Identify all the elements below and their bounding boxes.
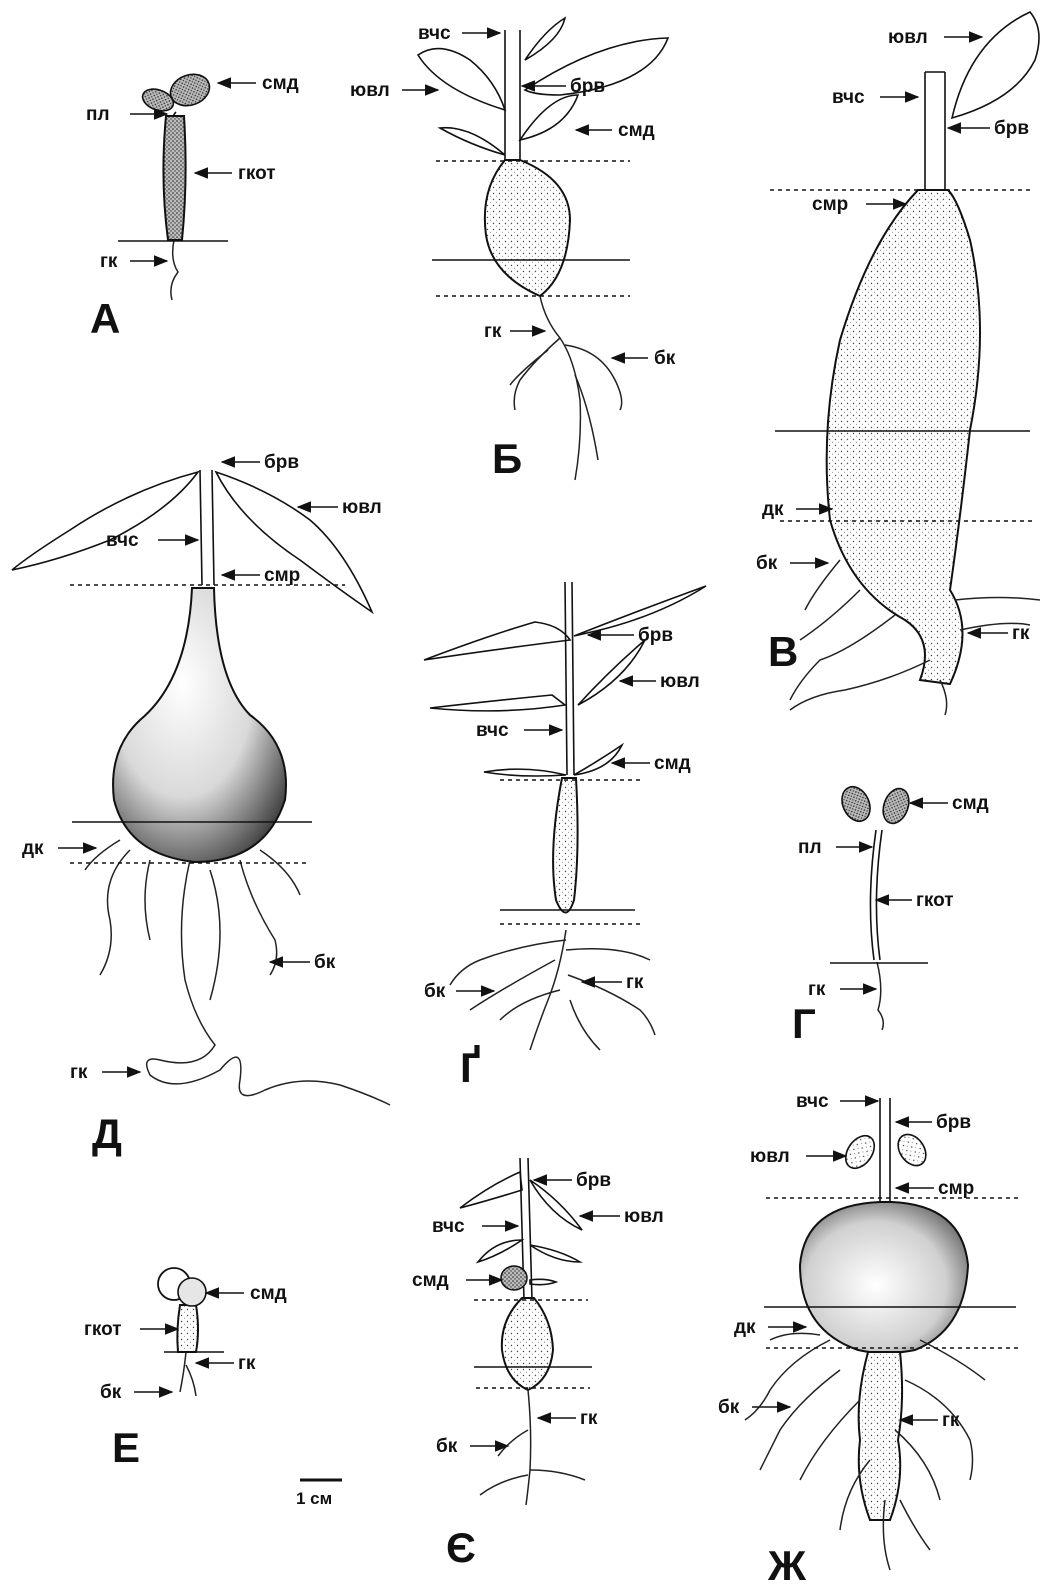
seedling-Zh: [745, 1098, 1018, 1570]
panel-letter-G-grave: Ґ: [460, 1044, 480, 1091]
label-dk-Zh: дк: [734, 1317, 756, 1338]
label-smd-Ye: смд: [412, 1270, 449, 1291]
label-gk-Ye: гк: [580, 1408, 598, 1429]
seedling-D: [12, 470, 390, 1105]
label-bk-V: бк: [756, 553, 778, 574]
label-vchs-V: вчс: [832, 87, 865, 108]
panel-Ye: брв ювл вчс смд гк бк Є: [412, 1158, 664, 1571]
panel-letter-Ye: Є: [446, 1524, 476, 1571]
label-gkot-G: гкот: [916, 890, 954, 911]
panel-G-grave: брв ювл вчс смд бк гк Ґ: [424, 582, 706, 1091]
label-smd-G: смд: [952, 793, 989, 814]
panel-G: смд пл гкот гк Г: [792, 782, 989, 1047]
label-gk-D: гк: [70, 1062, 88, 1083]
label-smd-A: смд: [262, 73, 299, 94]
label-yuvl-Ye: ювл: [624, 1206, 664, 1227]
label-dk-D: дк: [22, 838, 44, 859]
label-smd-G-grave: смд: [654, 753, 691, 774]
label-dk-V: дк: [762, 499, 784, 520]
scale-bar-label: 1 см: [296, 1489, 332, 1508]
label-gkot-A: гкот: [238, 163, 276, 184]
label-gk-B: гк: [484, 321, 502, 342]
label-gk-G-grave: гк: [626, 972, 644, 993]
panel-D: брв ювл вчс смр дк бк гк Д: [12, 452, 390, 1157]
label-vchs-B: вчс: [418, 23, 451, 44]
label-smd-E: смд: [250, 1283, 287, 1304]
label-gk-E: гк: [238, 1353, 256, 1374]
label-pl-A: пл: [86, 104, 110, 125]
label-yuvl-B: ювл: [350, 80, 390, 101]
panel-B: вчс ювл брв смд гк бк Б: [350, 18, 676, 482]
panel-letter-Zh: Ж: [767, 1542, 807, 1587]
seedling-A: [118, 69, 228, 300]
label-gk-G: гк: [808, 979, 826, 1000]
panel-letter-E: Е: [112, 1424, 140, 1471]
scale-bar: 1 см: [296, 1480, 342, 1508]
panel-letter-A: А: [90, 295, 120, 342]
label-smr-V: смр: [812, 194, 848, 215]
seedling-E: [158, 1268, 224, 1396]
label-bk-E: бк: [100, 1382, 122, 1403]
label-bk-B: бк: [654, 348, 676, 369]
label-brv-B: брв: [570, 76, 605, 97]
label-vchs-G-grave: вчс: [476, 720, 509, 741]
label-smr-D: смр: [264, 565, 300, 586]
seedling-G: [830, 782, 928, 1030]
label-gk-A: гк: [100, 251, 118, 272]
label-brv-D: брв: [264, 452, 299, 473]
label-smd-B: смд: [618, 120, 655, 141]
label-smr-Zh: смр: [938, 1178, 974, 1199]
label-gk-V: гк: [1012, 623, 1030, 644]
label-yuvl-D: ювл: [342, 497, 382, 518]
label-vchs-D: вчс: [106, 530, 139, 551]
label-brv-Zh: брв: [936, 1112, 971, 1133]
panel-V: ювл вчс брв смр дк бк гк В: [756, 12, 1040, 715]
label-bk-G-grave: бк: [424, 981, 446, 1002]
label-bk-Ye: бк: [436, 1436, 458, 1457]
panel-Zh: вчс брв ювл смр дк бк гк Ж: [718, 1091, 1018, 1587]
panel-letter-G: Г: [792, 1000, 816, 1047]
label-vchs-Zh: вчс: [796, 1091, 829, 1112]
label-bk-Zh: бк: [718, 1397, 740, 1418]
label-brv-V: брв: [994, 118, 1029, 139]
label-pl-G: пл: [798, 837, 822, 858]
panel-E: смд гкот гк бк Е: [84, 1268, 287, 1471]
label-vchs-Ye: вчс: [432, 1216, 465, 1237]
panel-letter-B: Б: [492, 435, 522, 482]
label-yuvl-V: ювл: [888, 27, 928, 48]
seedling-Ye: [460, 1158, 592, 1505]
seedling-G-grave: [424, 582, 706, 1050]
panel-letter-V: В: [768, 628, 798, 675]
label-yuvl-Zh: ювл: [750, 1146, 790, 1167]
panel-letter-D: Д: [92, 1110, 122, 1157]
seedling-B: [418, 18, 668, 480]
label-brv-Ye: брв: [576, 1170, 611, 1191]
label-brv-G-grave: брв: [638, 625, 673, 646]
label-yuvl-G-grave: ювл: [660, 671, 700, 692]
label-bk-D: бк: [314, 952, 336, 973]
label-gk-Zh: гк: [942, 1410, 960, 1431]
panel-A: смд пл гкот гк А: [86, 69, 299, 342]
label-gkot-E: гкот: [84, 1319, 122, 1340]
